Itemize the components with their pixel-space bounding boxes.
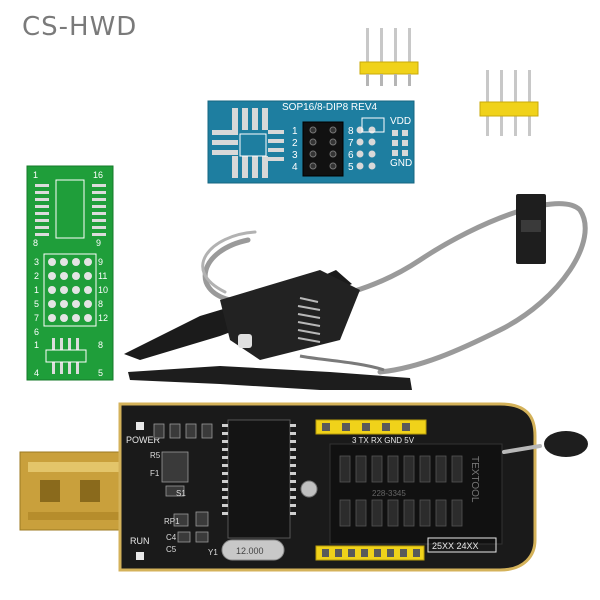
breakout-grid-1: 1 [34,285,39,295]
run-label: RUN [130,536,150,546]
breakout-sop-4: 4 [34,368,39,378]
breakout-grid-11: 11 [98,271,107,281]
adapter-title: SOP16/8-DIP8 REV4 [282,102,377,113]
crystal [221,539,285,561]
adapter-pin-3: 3 [292,150,298,161]
crystal-label: 12.000 [236,546,264,556]
breakout-sop-8: 8 [98,340,103,350]
part-c4: C4 [166,533,177,542]
adapter-vdd-label: VDD [390,116,411,127]
breakout-grid-5: 5 [34,299,39,309]
breakout-label-9: 9 [96,238,101,248]
power-label: POWER [126,435,161,445]
breakout-grid-9: 9 [98,257,103,267]
breakout-sop-5: 5 [98,368,103,378]
adapter-pin-6: 6 [348,150,354,161]
breakout-grid-10: 10 [98,285,108,295]
screw [300,480,318,498]
adapter-pin-4: 4 [292,162,298,173]
adapter-pin-2: 2 [292,138,298,149]
ch341-chip [227,419,291,539]
ch341a-programmer: POWER RUN R5 F1 S1 RP1 C4 C5 Y1 [19,402,588,572]
part-s1: S1 [176,489,186,498]
power-led [136,422,144,430]
adapter-pin-8: 8 [348,126,354,137]
green-breakout-board: 1 16 8 9 3 2 1 5 7 6 9 11 [26,165,114,381]
breakout-grid-2: 2 [34,271,39,281]
part-r5: R5 [150,451,161,460]
sop-dip-adapter-board: SOP16/8-DIP8 REV4 1 2 3 4 8 7 6 5 VDD GN… [207,100,415,184]
part-c5: C5 [166,545,177,554]
chip-series-label: 25XX 24XX [432,541,479,551]
pin-header-b [479,70,539,136]
breakout-grid-6: 6 [34,327,39,337]
breakout-grid-12: 12 [98,313,108,323]
breakout-grid-7: 7 [34,313,39,323]
zif-model: 228-3345 [372,489,406,498]
breakout-sop-1: 1 [34,340,39,350]
bottom-header [315,545,425,561]
adapter-gnd-label: GND [390,158,412,169]
breakout-label-16: 16 [93,170,103,180]
adapter-pin-5: 5 [348,162,354,173]
watermark-text: CS-HWD [22,12,138,42]
ribbon-connector [516,194,546,264]
breakout-grid-3: 3 [34,257,39,267]
soic-test-clip [124,270,412,390]
part-rp1: RP1 [164,517,180,526]
serial-header-label: 3 TX RX GND 5V [352,436,415,445]
zif-brand: TEXTOOL [469,456,480,503]
zif-lever [502,444,542,454]
adapter-pin-1: 1 [292,126,298,137]
breakout-label-8: 8 [33,238,38,248]
part-y1: Y1 [208,548,218,557]
adapter-pin-7: 7 [348,138,354,149]
zif-lever-knob [544,431,588,457]
breakout-label-1: 1 [33,170,38,180]
run-led [136,552,144,560]
breakout-grid-8: 8 [98,299,103,309]
part-f1: F1 [150,469,160,478]
pin-header-a [359,28,419,86]
